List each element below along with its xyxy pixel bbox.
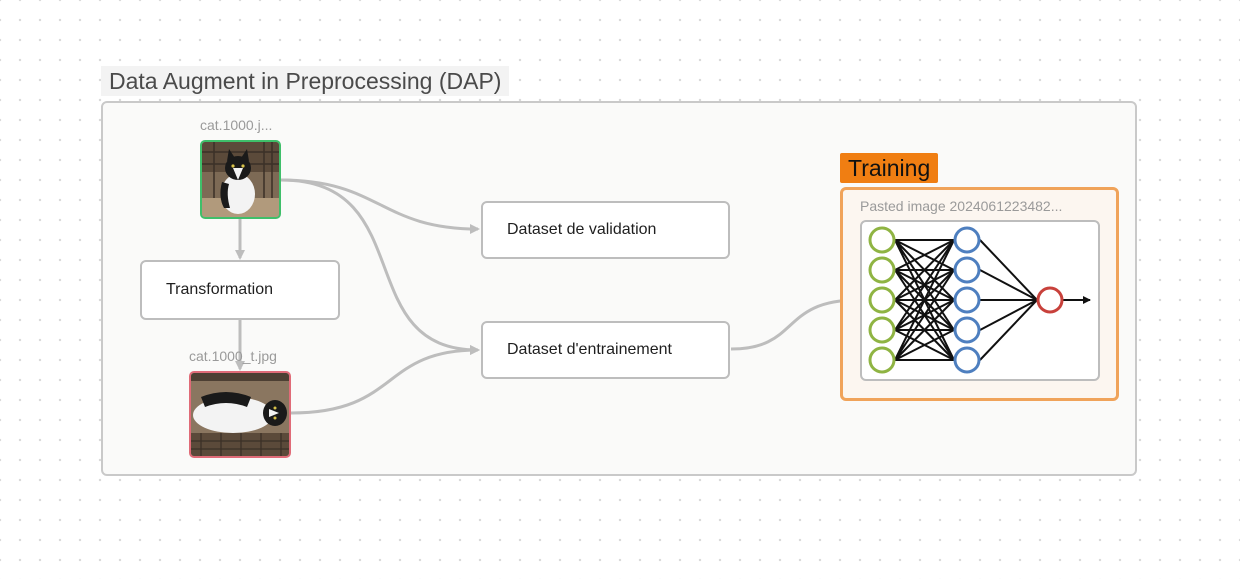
- pasted-image-card[interactable]: [860, 220, 1100, 381]
- training-group-title[interactable]: Training: [840, 153, 939, 183]
- cat-photo-rotated-icon: [191, 373, 289, 456]
- transformation-node[interactable]: Transformation: [140, 260, 340, 320]
- training-dataset-node[interactable]: Dataset d'entrainement: [481, 321, 730, 379]
- original-image-thumbnail[interactable]: [200, 140, 281, 219]
- validation-dataset-node[interactable]: Dataset de validation: [481, 201, 730, 259]
- original-image-caption: cat.1000.j...: [200, 117, 273, 133]
- pasted-image-caption: Pasted image 2024061223482...: [860, 198, 1063, 214]
- cat-photo-icon: [202, 142, 279, 217]
- transformed-image-caption: cat.1000_t.jpg: [189, 348, 277, 364]
- transformed-image-thumbnail[interactable]: [189, 371, 291, 458]
- neural-network-diagram-icon: [868, 226, 1091, 374]
- group-title[interactable]: Data Augment in Preprocessing (DAP): [101, 66, 510, 96]
